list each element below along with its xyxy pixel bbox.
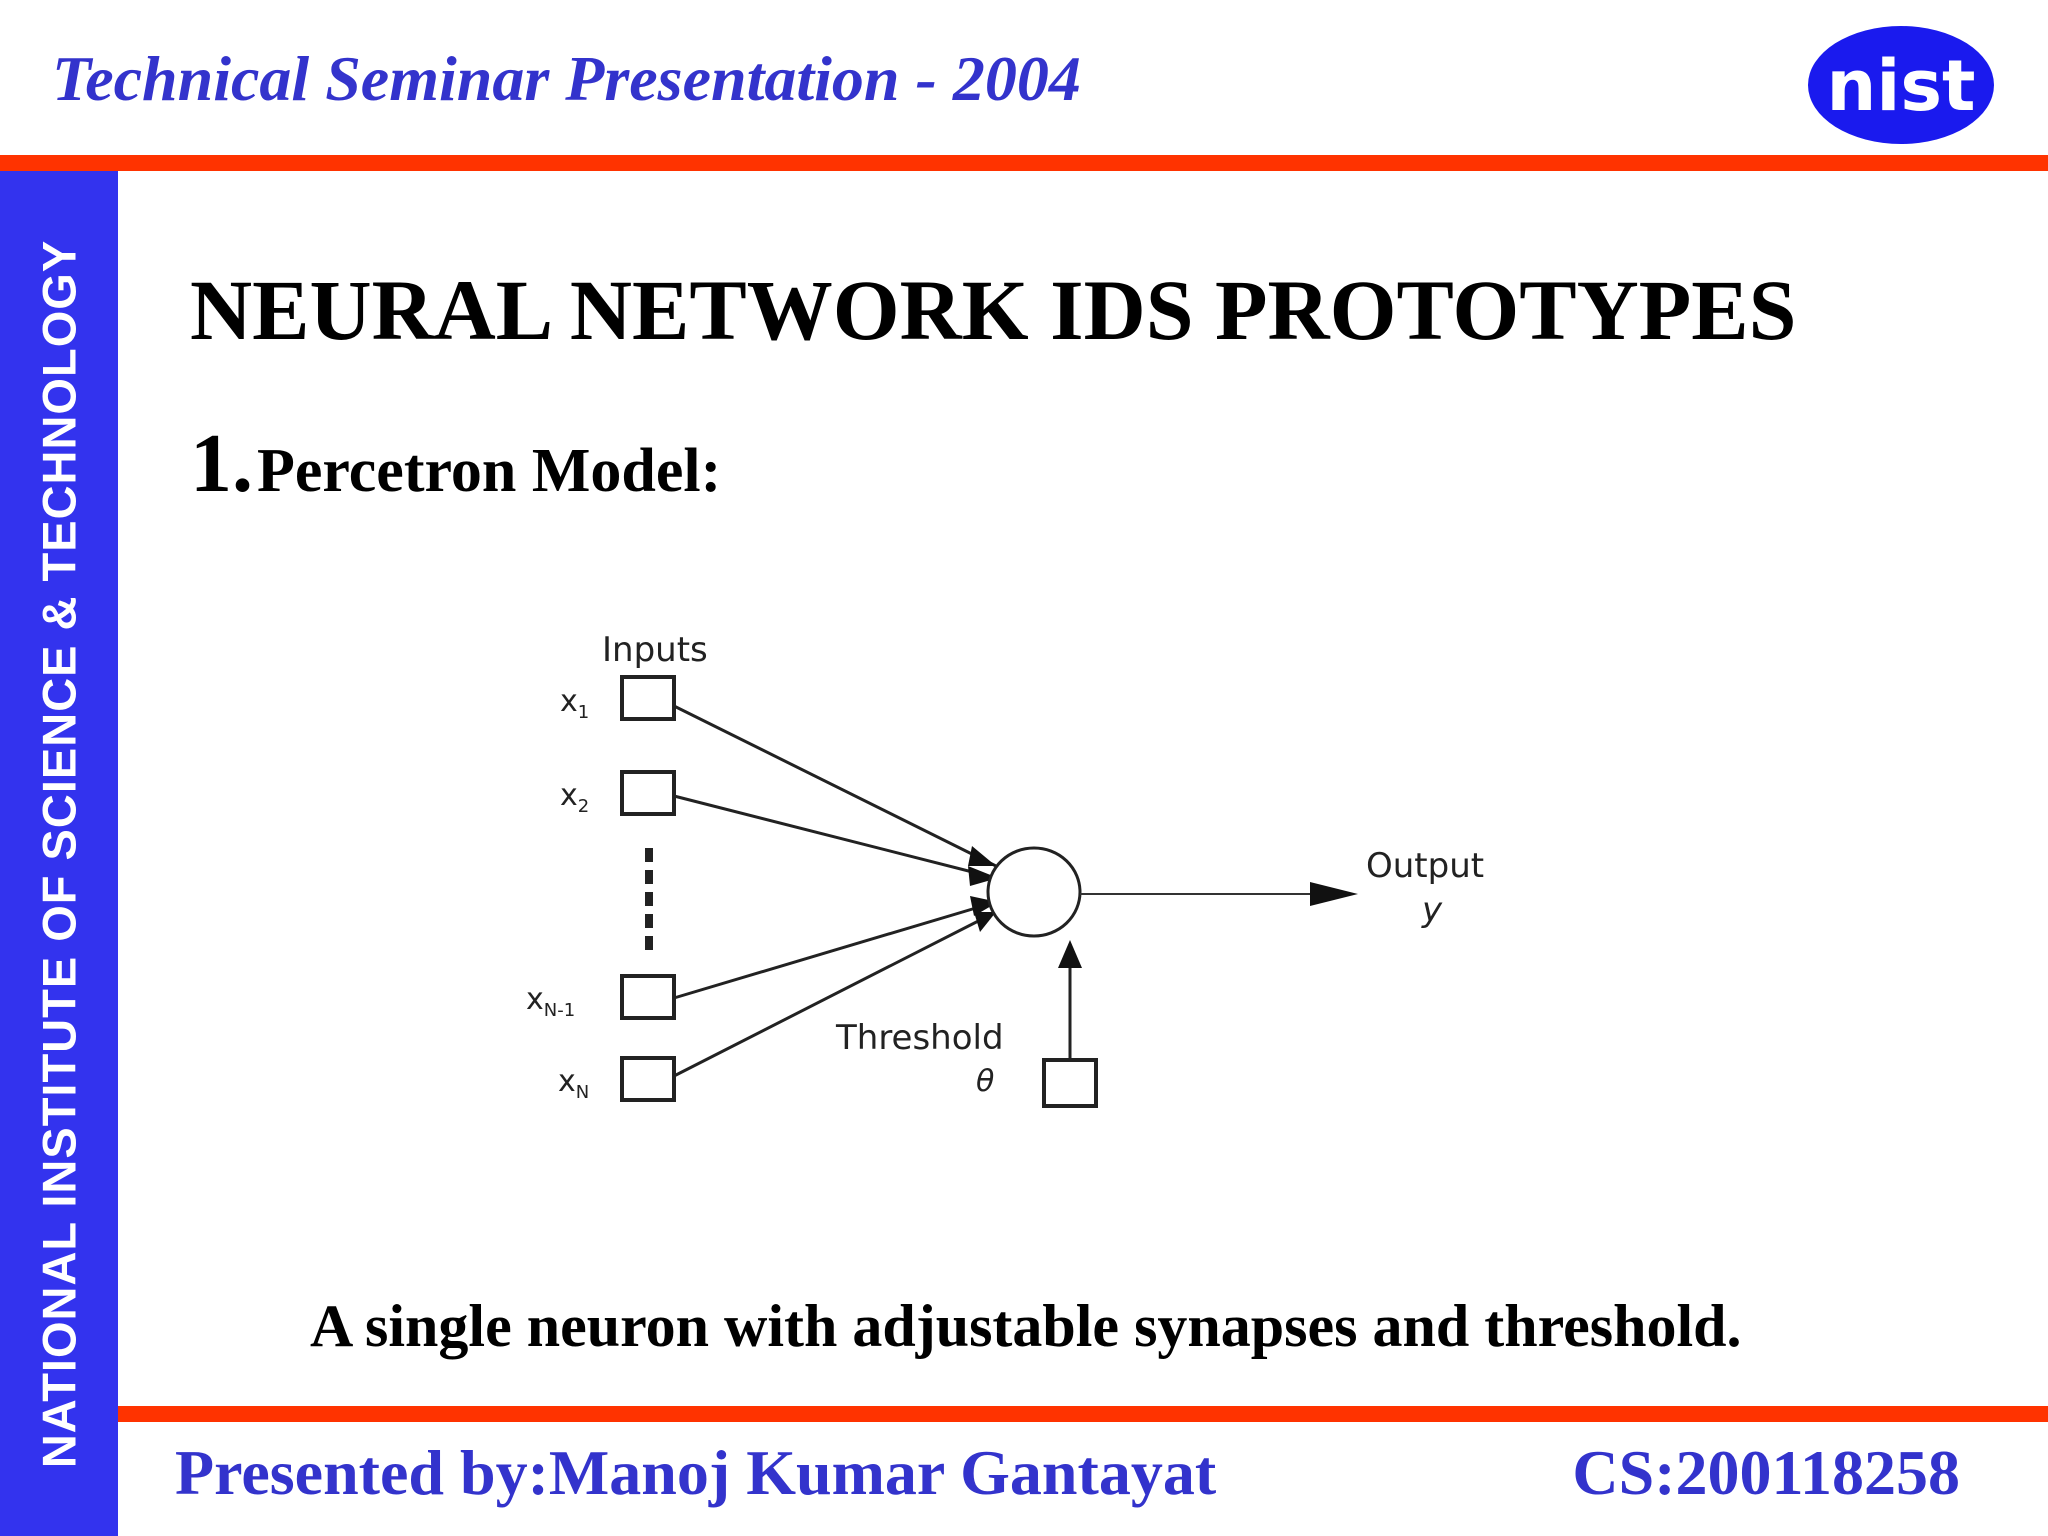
output-arrow [1310, 882, 1358, 906]
input-label-n: xN [558, 1064, 590, 1103]
perceptron-diagram: Inputs x1 x2 xN-1 xN Output y Threshold … [510, 610, 1570, 1130]
input-box-n [620, 1056, 676, 1102]
threshold-box [1042, 1058, 1098, 1108]
output-symbol: y [1422, 890, 1443, 930]
input-label-2: x2 [560, 778, 590, 817]
input-box-2 [620, 770, 676, 816]
threshold-arrow [1058, 940, 1082, 968]
synapse-line-n [673, 910, 997, 1078]
synapse-line-1 [673, 704, 997, 868]
input-label-n-1: xN-1 [526, 982, 576, 1021]
synapse-line-n-1 [673, 900, 997, 1000]
input-label-1: x1 [560, 684, 590, 723]
diagram-caption: A single neuron with adjustable synapses… [310, 1293, 1742, 1359]
threshold-symbol: θ [976, 1064, 995, 1099]
presenter-id: CS:200118258 [1572, 1437, 1960, 1508]
header-title: Technical Seminar Presentation - 2004 [52, 43, 1081, 114]
presenter-name: Presented by:Manoj Kumar Gantayat [175, 1437, 1217, 1508]
institute-name: NATIONAL INSTITUTE OF SCIENCE & TECHNOLO… [32, 239, 86, 1469]
institute-sidebar [0, 171, 118, 1536]
section-label: Percetron Model: [257, 437, 722, 505]
threshold-label: Threshold [836, 1018, 1004, 1058]
input-box-1 [620, 675, 676, 721]
input-box-n-1 [620, 974, 676, 1020]
inputs-label: Inputs [602, 630, 708, 670]
bottom-divider [118, 1406, 2048, 1422]
slide-title: NEURAL NETWORK IDS PROTOTYPES [190, 262, 1797, 358]
synapse-arrow-1 [968, 846, 996, 866]
logo-text: nist [1827, 45, 1976, 127]
neuron-node [986, 846, 1082, 938]
nist-logo: nist [1808, 26, 1994, 144]
top-divider [0, 155, 2048, 171]
synapse-line-2 [673, 794, 997, 880]
output-label: Output [1366, 846, 1485, 886]
synapse-arrow-n [974, 912, 996, 932]
section-heading: 1. Percetron Model: [190, 415, 721, 512]
synapse-arrow-2 [968, 866, 998, 886]
section-number: 1. [190, 417, 253, 510]
